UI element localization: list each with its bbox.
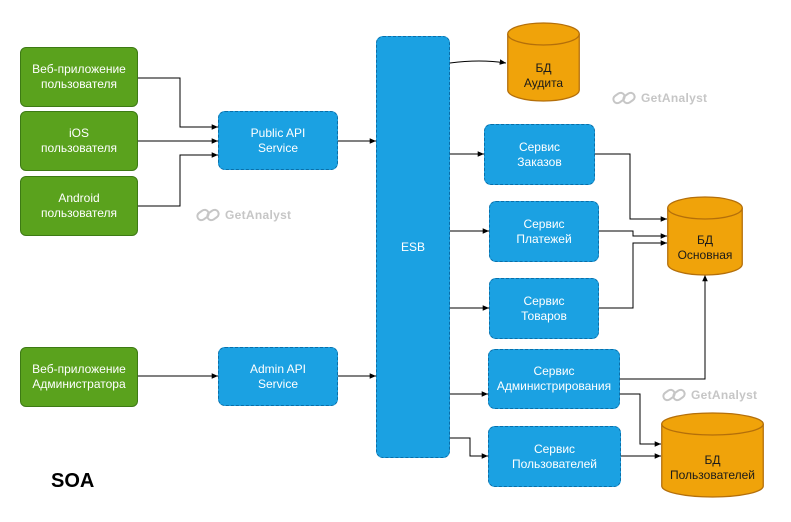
admin-api-service[interactable]: Admin API Service (218, 347, 338, 406)
service-payments[interactable]: Сервис Платежей (489, 201, 599, 262)
edge-esb-to-users-service (450, 437, 488, 459)
admin-api-service-label: Admin API Service (249, 361, 307, 391)
diagram-title: SOA (51, 470, 95, 492)
public-api-service-label: Public API Service (250, 125, 306, 155)
service-products[interactable]: Сервис Товаров (489, 278, 599, 339)
client-web-user[interactable]: Веб-приложение пользователя (20, 47, 138, 107)
edge-web-user-to-public-api (138, 77, 218, 130)
edge-esb-to-audit-db (449, 59, 507, 65)
db-users-cylinder (661, 412, 764, 498)
db-main-cylinder (667, 196, 743, 276)
db-audit-label: БД Аудита (523, 61, 564, 90)
link-icon (662, 388, 686, 402)
edge-administration-to-main-db (620, 275, 708, 380)
client-ios-label: iOS пользователя (41, 126, 117, 155)
client-android[interactable]: Android пользователя (20, 176, 138, 236)
db-main-label: БД Основная (677, 233, 733, 262)
service-products-label: Сервис Товаров (521, 293, 567, 323)
service-orders[interactable]: Сервис Заказов (484, 124, 595, 185)
link-icon (196, 208, 220, 222)
service-users[interactable]: Сервис Пользователей (488, 426, 621, 487)
watermark-bottom: GetAnalyst (662, 387, 757, 403)
esb-bus[interactable]: ESB (376, 36, 450, 458)
watermark-top: GetAnalyst (612, 90, 707, 106)
service-payments-label: Сервис Платежей (516, 216, 572, 246)
esb-label: ESB (400, 239, 425, 254)
edge-products-to-main-db (599, 240, 667, 309)
db-users-label: БД Пользователей (670, 453, 755, 482)
db-users[interactable]: БД Пользователей (661, 412, 764, 498)
client-ios[interactable]: iOS пользователя (20, 111, 138, 171)
watermark-middle-text: GetAnalyst (225, 208, 292, 222)
service-orders-label: Сервис Заказов (517, 139, 562, 169)
client-web-user-label: Веб-приложение пользователя (32, 62, 126, 91)
service-users-label: Сервис Пользователей (512, 441, 597, 471)
edge-administration-to-users-db (620, 393, 661, 447)
edge-orders-to-main-db (595, 153, 667, 222)
client-web-admin[interactable]: Веб-приложение Администратора (20, 347, 138, 407)
edge-payments-to-main-db (599, 230, 667, 239)
db-audit[interactable]: БД Аудита (507, 22, 580, 102)
client-web-admin-label: Веб-приложение Администратора (32, 362, 126, 391)
edge-android-to-public-api (138, 152, 218, 207)
db-main[interactable]: БД Основная (667, 196, 743, 276)
service-administration[interactable]: Сервис Администрирования (488, 349, 620, 409)
service-administration-label: Сервис Администрирования (496, 364, 612, 393)
watermark-middle: GetAnalyst (196, 207, 291, 223)
public-api-service[interactable]: Public API Service (218, 111, 338, 170)
watermark-top-text: GetAnalyst (641, 91, 708, 105)
watermark-bottom-text: GetAnalyst (691, 388, 758, 402)
link-icon (612, 91, 636, 105)
db-audit-cylinder (507, 22, 580, 102)
client-android-label: Android пользователя (41, 191, 117, 220)
